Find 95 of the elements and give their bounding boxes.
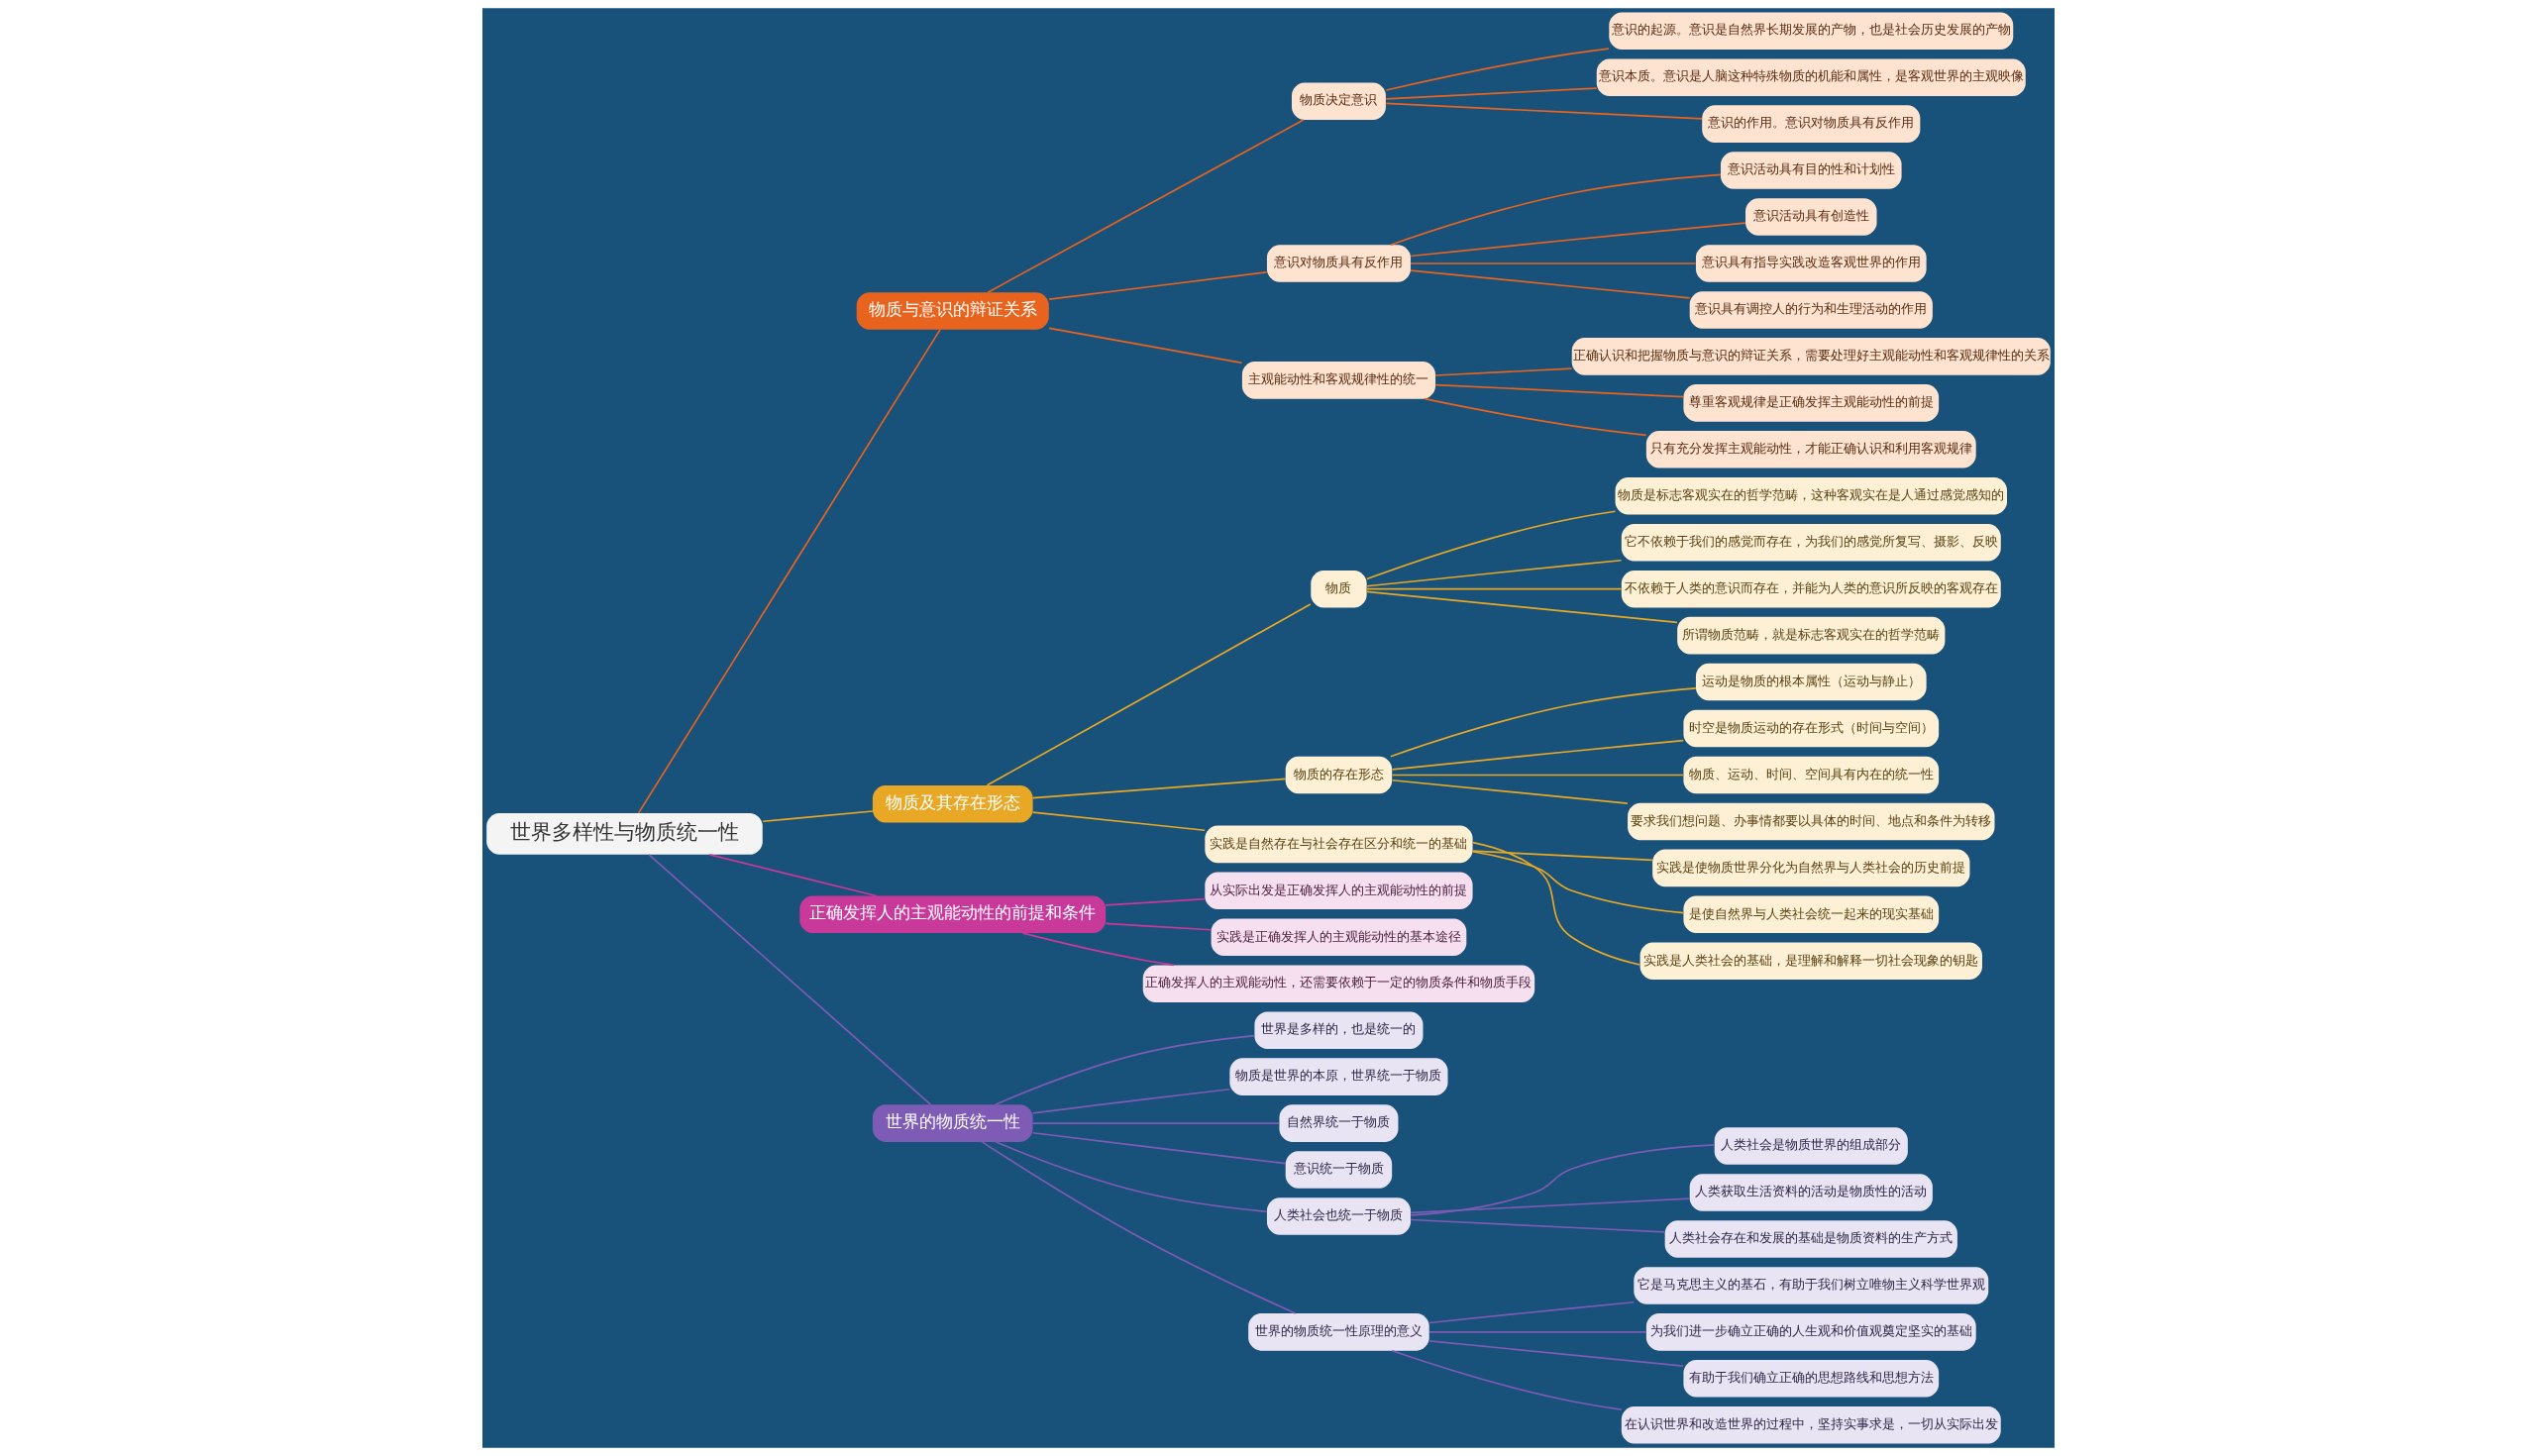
connector <box>1389 687 1697 758</box>
connector <box>1384 87 1598 100</box>
node-box: 物质决定意识 <box>1291 82 1386 120</box>
connector <box>1427 1300 1635 1324</box>
node-box: 世界的物质统一性原理的意义 <box>1247 1313 1429 1351</box>
connector <box>994 1034 1255 1106</box>
connector <box>1031 778 1286 799</box>
node-box: 所谓物质范畴，就是标志客观实在的哲学范畴 <box>1676 616 1945 655</box>
connector <box>1391 739 1684 771</box>
node-box: 它不依赖于我们的感觉而存在，为我们的感觉所复写、摄影、反映 <box>1621 523 2001 562</box>
node-box: 正确发挥人的主观能动性的前提和条件 <box>798 895 1106 934</box>
connector <box>1385 48 1610 91</box>
connector <box>1031 811 1206 832</box>
node-box: 人类社会是物质世界的组成部分 <box>1714 1127 1908 1165</box>
node-box: 实践是人类社会的基础，是理解和解释一切社会现象的钥匙 <box>1639 942 1982 981</box>
connector <box>1047 327 1242 364</box>
node-box: 主观能动性和客观规律性的统一 <box>1241 362 1435 399</box>
node-box: 为我们进一步确立正确的人生观和价值观奠定坚实的基础 <box>1645 1313 1976 1351</box>
node-box: 要求我们想问题、办事情都要以具体的时间、地点和条件为转移 <box>1627 802 1994 841</box>
node-box: 物质、运动、时间、空间具有内在的统一性 <box>1682 756 1939 794</box>
connector <box>1384 102 1703 120</box>
node-box: 意识本质。意识是人脑这种特殊物质的机能和属性，是客观世界的主观映像 <box>1596 58 2026 96</box>
connector <box>1031 1088 1230 1114</box>
node-box: 意识对物质具有反作用 <box>1266 245 1411 282</box>
connector <box>1433 367 1572 376</box>
node-box: 正确认识和把握物质与意识的辩证关系，需要处理好主观能动性和客观规律性的关系 <box>1571 338 2051 375</box>
connector <box>1471 850 1653 862</box>
node-box: 是使自然界与人类社会统一起来的现实基础 <box>1682 895 1939 934</box>
connector <box>1409 222 1746 258</box>
node-box: 时空是物质运动的存在形式（时间与空间） <box>1682 709 1939 748</box>
node-box: 物质的存在形态 <box>1285 756 1392 794</box>
node-box: 世界多样性与物质统一性 <box>485 813 763 855</box>
node-box: 意识具有调控人的行为和生理活动的作用 <box>1689 291 1933 329</box>
connector <box>1409 269 1690 299</box>
connector <box>1409 1218 1665 1233</box>
connector <box>1423 397 1647 437</box>
node-box: 它是马克思主义的基石，有助于我们树立唯物主义科学世界观 <box>1633 1267 1988 1304</box>
connector <box>981 1141 1296 1314</box>
connector <box>1410 1144 1715 1216</box>
connector <box>1409 262 1696 264</box>
node-box: 意识活动具有创造性 <box>1744 198 1877 236</box>
node-box: 物质是标志客观实在的哲学范畴，这种客观实在是人通过感觉感知的 <box>1615 477 2007 515</box>
node-box: 意识具有指导实践改造客观世界的作用 <box>1695 245 1927 282</box>
connector <box>1365 587 1622 590</box>
connector <box>707 854 877 897</box>
connector <box>1365 559 1622 587</box>
connector <box>637 329 941 814</box>
node-box: 世界是多样的，也是统一的 <box>1253 1011 1423 1049</box>
node-box: 意识的作用。意识对物质具有反作用 <box>1701 105 1920 143</box>
node-box: 意识的起源。意识是自然界长期发展的产物，也是社会历史发展的产物 <box>1608 12 2013 50</box>
connector <box>1427 1339 1684 1367</box>
node-box: 实践是自然存在与社会存在区分和统一的基础 <box>1204 825 1473 864</box>
node-box: 物质是世界的本原，世界统一于物质 <box>1228 1058 1448 1095</box>
connector <box>1365 590 1678 624</box>
connector <box>1021 932 1175 967</box>
node-box: 实践是使物质世界分化为自然界与人类社会的历史前提 <box>1651 849 1969 887</box>
connector <box>1031 1122 1280 1124</box>
connector <box>1427 1331 1647 1333</box>
connector <box>1471 850 1684 914</box>
node-box: 意识统一于物质 <box>1285 1151 1392 1189</box>
connector <box>1391 774 1684 777</box>
node-box: 自然界统一于物质 <box>1278 1104 1398 1142</box>
connector <box>1104 897 1206 906</box>
node-box: 人类获取生活资料的活动是物质性的活动 <box>1689 1174 1933 1211</box>
connector <box>1389 173 1722 247</box>
node-box: 从实际出发是正确发挥人的主观能动性的前提 <box>1204 872 1473 910</box>
node-box: 在认识世界和改造世界的过程中，坚持实事求是，一切从实际出发 <box>1621 1406 2001 1444</box>
connector <box>761 810 874 823</box>
node-box: 只有充分发挥主观能动性，才能正确认识和利用客观规律 <box>1645 431 1976 468</box>
node-box: 实践是正确发挥人的主观能动性的基本途径 <box>1211 918 1466 957</box>
connector <box>1390 1349 1623 1410</box>
connector <box>1031 1131 1286 1165</box>
node-box: 意识活动具有目的性和计划性 <box>1720 152 1902 189</box>
connector <box>1391 779 1629 805</box>
connector <box>986 119 1305 294</box>
node-box: 物质与意识的辩证关系 <box>856 292 1049 330</box>
node-box: 有助于我们确立正确的思想路线和思想方法 <box>1682 1360 1939 1398</box>
connector <box>647 854 931 1106</box>
node-box: 尊重客观规律是正确发挥主观能动性的前提 <box>1682 384 1939 422</box>
connector <box>1047 271 1267 300</box>
connector <box>995 1141 1268 1213</box>
node-box: 不依赖于人类的意识而存在，并能为人类的意识所反映的客观存在 <box>1621 570 2001 608</box>
connector <box>1365 510 1616 580</box>
connector <box>1104 922 1212 931</box>
connector <box>1409 1197 1690 1214</box>
node-box: 运动是物质的根本属性（运动与静止） <box>1695 663 1927 701</box>
node-box: 正确发挥人的主观能动性，还需要依赖于一定的物质条件和物质手段 <box>1142 965 1534 1002</box>
node-box: 物质 <box>1310 570 1367 608</box>
node-box: 物质及其存在形态 <box>872 784 1033 823</box>
connector <box>1433 383 1684 398</box>
node-box: 世界的物质统一性 <box>872 1104 1033 1142</box>
node-box: 人类社会也统一于物质 <box>1266 1197 1411 1235</box>
connector <box>1471 841 1640 966</box>
connector <box>986 603 1312 786</box>
node-box: 人类社会存在和发展的基础是物质资料的生产方式 <box>1664 1220 1957 1258</box>
